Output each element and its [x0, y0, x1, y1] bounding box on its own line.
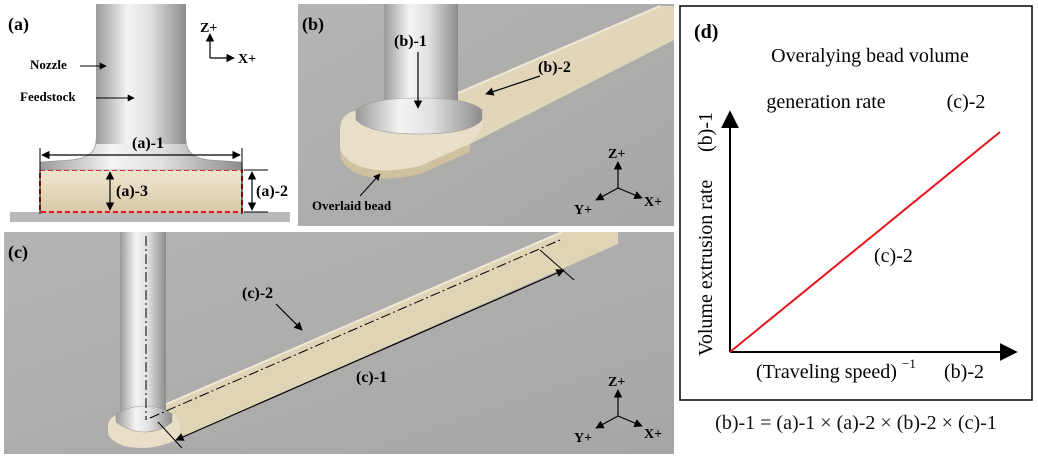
panel-b-width-pointer — [485, 75, 541, 96]
nozzle-label: Nozzle — [30, 57, 67, 72]
panel-c-y-axis — [595, 415, 619, 429]
panel-c: (c)-1 (c) (c)-2 Z+ X+ Y+ — [4, 231, 674, 454]
panel-d-title-line2: generation rate — [766, 91, 885, 113]
panel-d-rate-line — [729, 131, 1001, 353]
overlaid-bead-label: Overlaid bead — [312, 198, 392, 213]
panel-b-z-label: Z+ — [608, 147, 625, 162]
panel-a-x-label: X+ — [238, 52, 256, 67]
dim-c1-label: (c)-1 — [356, 369, 387, 386]
overlaid-bead-pointer — [359, 173, 381, 197]
panel-a-nozzle — [96, 4, 186, 144]
panel-d-title-tag: (c)-2 — [947, 91, 986, 113]
panel-c-z-label: Z+ — [608, 375, 625, 390]
dim-c1-line — [175, 269, 565, 441]
panel-a-bead — [40, 170, 242, 212]
panel-b-x-label: X+ — [644, 195, 662, 210]
panel-b-nozzle — [384, 4, 458, 104]
panel-b-feedstock-tag: (b)-1 — [394, 33, 427, 50]
panel-d-line-label: (c)-2 — [874, 245, 913, 267]
panel-a: (a)-1 (a)-2 (a)-3 (a) Nozzle Feedstock Z… — [4, 4, 294, 226]
panel-b-y-axis — [595, 187, 619, 201]
dim-a2-label: (a)-2 — [256, 183, 288, 200]
panel-c-bead-pointer — [275, 303, 303, 331]
volume-formula: (b)-1 = (a)-1 × (a)-2 × (b)-2 × (c)-1 — [715, 412, 997, 434]
panel-d-xlabel-exponent: −1 — [902, 356, 916, 371]
panel-c-x-label: X+ — [644, 427, 662, 442]
panel-b-x-axis — [617, 187, 643, 199]
panel-d-label: (d) — [694, 21, 718, 43]
panel-b-label: (b) — [302, 14, 324, 35]
panel-c-label: (c) — [8, 242, 28, 263]
panel-b: (b) (b)-1 (b)-2 Overlaid bead Z+ X+ Y+ — [298, 4, 674, 226]
dim-a1-label: (a)-1 — [132, 135, 164, 152]
panel-b-bead-side — [340, 144, 470, 179]
panel-d-xlabel-tag: (b)-2 — [944, 361, 984, 383]
panel-d-title-line1: Overalying bead volume — [771, 45, 969, 67]
panel-a-label: (a) — [8, 14, 29, 35]
dim-c1-ext-end — [539, 249, 575, 281]
panel-d-ylabel: Volume extrusion rate — [695, 180, 717, 356]
panel-d: (d) Overalying bead volume generation ra… — [679, 5, 1033, 401]
panel-c-y-label: Y+ — [574, 431, 592, 446]
panel-c-nozzle-tip — [115, 405, 173, 433]
feedstock-label: Feedstock — [20, 89, 76, 104]
panel-a-z-label: Z+ — [200, 21, 217, 36]
panel-b-nozzle-tip — [355, 97, 483, 135]
panel-c-bead-tag: (c)-2 — [242, 285, 273, 302]
panel-b-y-label: Y+ — [574, 203, 592, 218]
dim-a3-label: (a)-3 — [116, 183, 148, 200]
panel-c-x-axis — [617, 415, 643, 427]
panel-b-width-tag: (b)-2 — [538, 59, 571, 76]
panel-a-substrate — [10, 212, 290, 222]
panel-d-xlabel: (Traveling speed) — [756, 361, 897, 383]
panel-d-frame — [679, 5, 1033, 401]
panel-c-nozzle — [120, 232, 166, 416]
panel-d-ylabel-tag: (b)-1 — [695, 112, 717, 152]
dim-c1-ext-start — [157, 421, 183, 449]
